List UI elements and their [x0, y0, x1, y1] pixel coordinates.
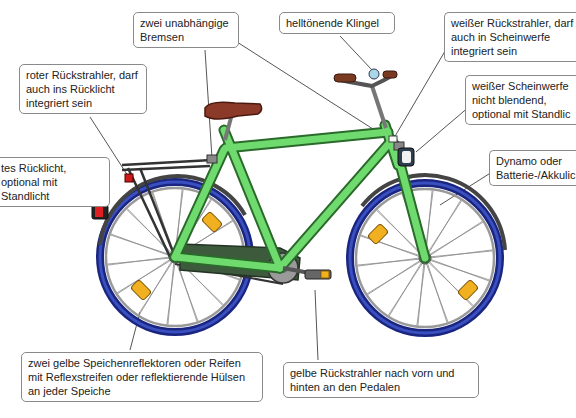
callout-text: tes Rücklicht, optional mit Standlicht [1, 161, 103, 203]
callout-box: gelbe Rückstrahler nach vorn und hinten … [283, 362, 479, 398]
callout-box: helltönende Klingel [279, 12, 395, 34]
callout-box: Dynamo oder Batterie-/Akkulic [489, 150, 576, 186]
callout-text: Dynamo oder Batterie-/Akkulic [496, 154, 575, 182]
callout-text: weißer Rückstrahler, darf auch in Schein… [451, 16, 575, 58]
callout-box: weißer Scheinwerfe nicht blendend, optio… [465, 75, 576, 125]
callout-text: gelbe Rückstrahler nach vorn und hinten … [290, 366, 472, 394]
callout-box: zwei unabhängige Bremsen [133, 12, 239, 48]
callout-text: zwei unabhängige Bremsen [140, 16, 232, 44]
callout-box: weißer Rückstrahler, darf auch in Schein… [444, 12, 576, 62]
callout-text: zwei gelbe Speichenreflektoren oder Reif… [28, 356, 256, 398]
callout-box: roter Rückstrahler, darf auch ins Rückli… [19, 64, 147, 114]
callout-box: zwei gelbe Speichenreflektoren oder Reif… [21, 352, 263, 402]
callout-box: tes Rücklicht, optional mit Standlicht [0, 157, 110, 207]
callout-text: roter Rückstrahler, darf auch ins Rückli… [26, 68, 140, 110]
callout-text: helltönende Klingel [286, 16, 388, 30]
callout-text: weißer Scheinwerfe nicht blendend, optio… [472, 79, 575, 121]
